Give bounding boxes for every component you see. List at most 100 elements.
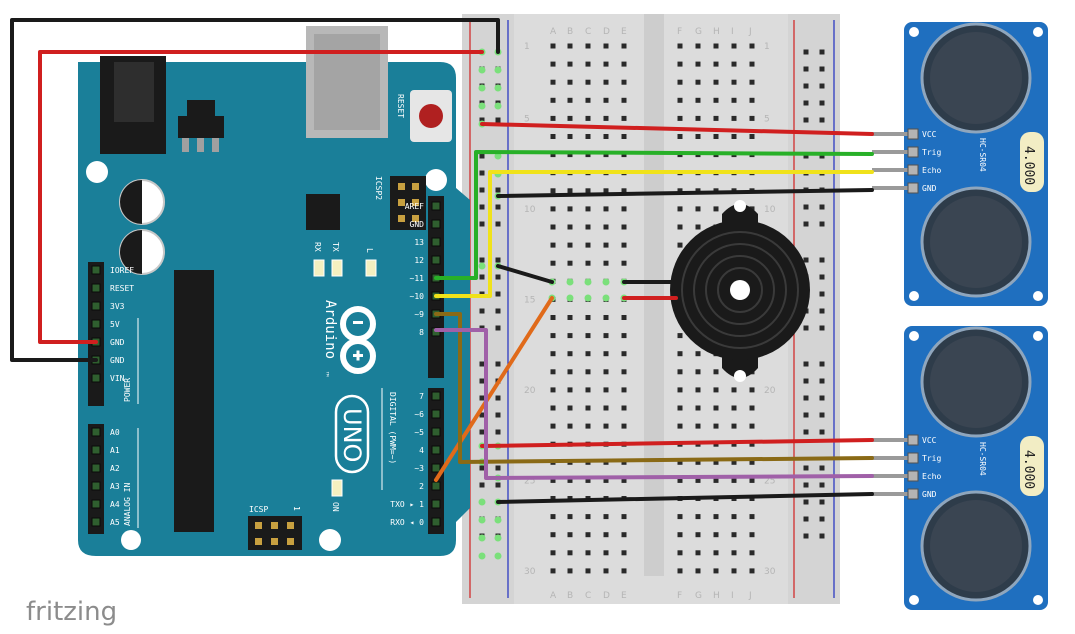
- wire-buzzer-gnd: [496, 264, 554, 284]
- connected-hole: [494, 534, 502, 542]
- breadboard-hole: [603, 550, 609, 556]
- reset-button-cap[interactable]: [419, 104, 443, 128]
- breadboard-hole: [567, 333, 573, 339]
- breadboard-hole: [550, 115, 556, 121]
- column-letter: D: [603, 591, 610, 601]
- wire-trig-sensor2: [434, 312, 874, 464]
- rail-hole: [803, 412, 809, 418]
- breadboard-hole: [585, 206, 591, 212]
- regulator-leg: [182, 138, 189, 152]
- power-pin: [91, 301, 101, 311]
- rail-hole: [495, 395, 501, 401]
- breadboard-hole: [713, 423, 719, 429]
- breadboard-hole: [695, 115, 701, 121]
- rail-hole: [819, 117, 825, 123]
- rail-hole: [819, 429, 825, 435]
- breadboard-hole: [731, 514, 737, 520]
- rail-hole: [803, 66, 809, 72]
- breadboard-hole: [713, 134, 719, 139]
- breadboard-hole: [713, 369, 719, 375]
- power-pin-label: IOREF: [110, 266, 134, 275]
- breadboard-hole: [550, 550, 556, 556]
- breadboard-hole: [603, 260, 609, 266]
- breadboard-hole: [585, 550, 591, 556]
- breadboard-hole: [677, 134, 683, 139]
- analog-pin-label: A0: [110, 428, 120, 437]
- breadboard-hole: [567, 514, 573, 520]
- breadboard-hole: [731, 532, 737, 538]
- digital-pin: [431, 409, 441, 419]
- breadboard-hole: [550, 369, 556, 375]
- icsp2-pin: [412, 183, 419, 190]
- connected-hole: [494, 84, 502, 92]
- breadboard-hole: [550, 405, 556, 411]
- connected-hole: [566, 294, 574, 302]
- breadboard-hole: [677, 61, 683, 67]
- rx-led: [313, 259, 325, 277]
- breadboard-hole: [695, 514, 701, 520]
- rail-hole: [803, 378, 809, 384]
- piezo-buzzer: [670, 200, 810, 382]
- rail-hole: [819, 499, 825, 505]
- breadboard-hole: [603, 532, 609, 538]
- breadboard-hole: [603, 43, 609, 49]
- column-letter: B: [567, 591, 573, 601]
- fritzing-watermark: fritzing: [26, 597, 117, 627]
- digital-pin-label: ~5: [414, 428, 424, 437]
- sensor-pin: [907, 146, 919, 158]
- sensor-pin-lead: [872, 474, 908, 478]
- breadboard-hole: [567, 188, 573, 194]
- breadboard-hole: [695, 61, 701, 67]
- digital-pin-label: 8: [419, 328, 424, 337]
- rail-hole: [819, 412, 825, 418]
- breadboard-hole: [621, 351, 627, 357]
- breadboard-hole: [621, 134, 627, 139]
- breadboard-hole: [603, 423, 609, 429]
- breadboard-hole: [749, 550, 755, 556]
- wire-gnd-arduino: [10, 18, 500, 362]
- icsp-pin: [287, 538, 294, 545]
- digital-pin-label: 12: [414, 256, 424, 265]
- breadboard-hole: [567, 79, 573, 85]
- breadboard-hole: [621, 369, 627, 375]
- breadboard-hole: [677, 97, 683, 103]
- breadboard-hole: [677, 79, 683, 85]
- breadboard-hole: [749, 79, 755, 85]
- breadboard-hole: [713, 459, 719, 465]
- row-number: 1: [524, 42, 530, 52]
- breadboard-hole: [749, 61, 755, 67]
- breadboard-hole: [585, 242, 591, 248]
- breadboard-hole: [621, 260, 627, 266]
- rail-hole: [819, 516, 825, 522]
- breadboard-hole: [695, 369, 701, 375]
- rail-hole: [803, 499, 809, 505]
- connected-hole: [494, 516, 502, 524]
- crystal-value: 4.000: [1021, 146, 1036, 185]
- breadboard-hole: [567, 315, 573, 320]
- breadboard-hole: [695, 224, 701, 230]
- breadboard-hole: [731, 477, 737, 483]
- dc-jack-inner: [114, 62, 154, 122]
- icsp-pin: [255, 522, 262, 529]
- wire-gnd-sensor2: [496, 492, 874, 504]
- digital-pin: [431, 201, 441, 211]
- power-pin-label: GND: [110, 338, 125, 347]
- rail-hole: [819, 66, 825, 72]
- wire-buzzer-signal: [434, 296, 554, 482]
- reset-label: RESET: [396, 94, 405, 118]
- analog-pin-label: A5: [110, 518, 120, 527]
- breadboard-hole: [621, 477, 627, 483]
- digital-pin-label: ~10: [410, 292, 425, 301]
- breadboard-hole: [749, 134, 755, 139]
- digital-pin: [431, 219, 441, 229]
- icsp2-pin: [412, 215, 419, 222]
- breadboard-hole: [677, 115, 683, 121]
- connected-hole: [602, 294, 610, 302]
- breadboard-hole: [567, 477, 573, 483]
- icsp-label: ICSP: [249, 505, 268, 514]
- sensor-pin: [907, 470, 919, 482]
- breadboard-hole: [731, 423, 737, 429]
- center-channel: [644, 14, 664, 576]
- sensor-pin-label: Echo: [922, 166, 941, 175]
